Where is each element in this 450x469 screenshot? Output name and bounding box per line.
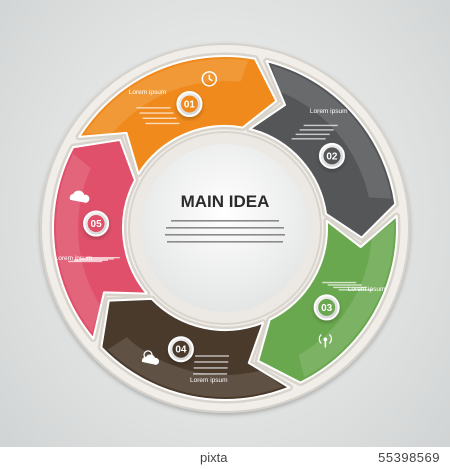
badge-05: 05 <box>83 210 110 237</box>
badge-03: 03 <box>313 294 340 321</box>
center-text-line <box>171 220 279 222</box>
segment-text-line <box>145 122 180 125</box>
segment-04 <box>100 297 291 401</box>
segment-01 <box>78 55 278 175</box>
badge-number-02: 02 <box>326 151 338 162</box>
segment-text-line <box>139 112 174 114</box>
cloud-sun-icon <box>141 350 160 365</box>
segment-text-line <box>338 289 373 291</box>
watermark-brand: pixta <box>200 450 228 465</box>
segment-05 <box>52 138 148 340</box>
segment-highlight-03 <box>298 222 394 378</box>
segment-text-line <box>327 284 362 286</box>
watermark-bar: pixta 55398569 <box>0 447 450 469</box>
segment-label-01: Lorem ipsum <box>129 89 167 96</box>
icons-layer <box>69 71 332 365</box>
badge-01: 01 <box>176 90 203 117</box>
badge-02: 02 <box>318 142 345 169</box>
segment-text-line <box>299 129 334 131</box>
segment-label-04: Lorem ipsum <box>190 377 228 384</box>
segment-text-line <box>295 133 330 136</box>
segment-highlight-02 <box>271 65 392 199</box>
badge-number-01: 01 <box>184 99 196 110</box>
badge-number-04: 04 <box>175 345 187 356</box>
segment-text-line <box>193 373 228 375</box>
cloud-icon <box>69 190 90 203</box>
badge-number-03: 03 <box>321 303 333 314</box>
segment-label-02: Lorem ipsum <box>310 108 348 115</box>
segment-text-line <box>85 256 120 259</box>
badge-inner <box>318 298 336 316</box>
center-title: MAIN IDEA <box>181 192 270 211</box>
badges-layer: 01 02 03 04 05 <box>83 90 345 363</box>
segment-text-line <box>68 260 103 263</box>
center-text-line <box>166 227 284 229</box>
segment-text-line <box>291 138 326 140</box>
badge-04: 04 <box>167 336 194 363</box>
segment-text-line <box>193 367 228 369</box>
antenna-icon <box>318 334 332 348</box>
badge-inner <box>87 214 105 232</box>
clock-icon <box>201 71 218 87</box>
segment-text-line <box>322 281 357 284</box>
segment-highlight-05 <box>56 153 101 333</box>
badge-inner <box>180 95 198 113</box>
badge-inner <box>323 147 341 165</box>
badge-inner <box>172 340 190 358</box>
center-text-line <box>165 234 285 236</box>
segment-highlight-04 <box>107 337 283 397</box>
segment-text-line <box>333 286 368 289</box>
center-text-line <box>167 241 283 243</box>
segment-label-05: Lorem ipsum <box>55 255 93 262</box>
segment-highlight-01 <box>84 59 249 134</box>
segment-text-line <box>303 124 338 127</box>
segment-text-line <box>136 107 171 109</box>
segment-text-line <box>79 258 114 260</box>
segment-text-line <box>194 355 229 357</box>
center-text-lines <box>165 220 285 243</box>
badge-number-05: 05 <box>91 219 103 230</box>
segment-text-line <box>194 361 229 363</box>
segment-text-line <box>142 117 177 119</box>
watermark-id: 55398569 <box>378 450 440 465</box>
segment-text-line <box>73 259 108 261</box>
